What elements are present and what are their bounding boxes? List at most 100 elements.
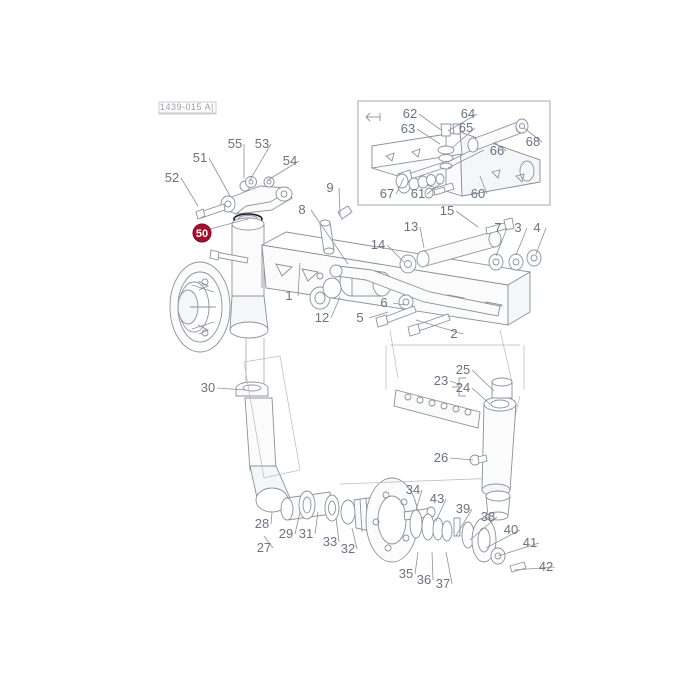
callout-51: 51 (193, 150, 231, 197)
callout-1: 1 (285, 262, 301, 303)
callout-leader-33 (335, 517, 340, 543)
callout-label-25: 25 (456, 362, 470, 377)
callout-leader-62 (418, 113, 442, 131)
callout-leader-27 (263, 535, 274, 549)
callout-60: 60 (471, 175, 488, 201)
callout-leader-60 (479, 175, 488, 195)
callout-leader-6 (392, 302, 405, 306)
callout-leader-32 (351, 527, 358, 550)
callout-label-35: 35 (399, 566, 413, 581)
callout-15: 15 (440, 203, 479, 228)
callout-leader-23 (449, 380, 463, 386)
callout-leader-35 (414, 551, 419, 575)
callout-leader-68 (523, 127, 543, 143)
bushing-30 (235, 381, 269, 397)
callout-62: 62 (403, 106, 442, 131)
callout-label-12: 12 (315, 310, 329, 325)
callout-label-9: 9 (326, 180, 333, 195)
callout-31: 31 (299, 511, 319, 541)
callout-12: 12 (315, 296, 341, 325)
callout-leader-34 (415, 489, 423, 511)
callout-label-43: 43 (430, 491, 444, 506)
callout-label-29: 29 (279, 526, 293, 541)
callout-29: 29 (279, 511, 301, 541)
callout-leader-39 (455, 508, 473, 537)
callout-leader-42 (513, 566, 556, 571)
highlight-leader (209, 218, 249, 230)
callout-label-61: 61 (411, 186, 425, 201)
callout-66: 66 (490, 141, 507, 158)
callout-leader-4 (535, 227, 547, 255)
callout-leader-7 (495, 227, 508, 257)
callout-leader-8 (310, 209, 349, 265)
callout-35: 35 (399, 551, 419, 581)
callout-53: 53 (249, 136, 272, 181)
highlight-badge-number: 50 (196, 228, 208, 240)
lower-knuckle-post (243, 355, 301, 513)
callout-leader-3 (515, 227, 528, 256)
page-title: 1439-015 A| (160, 102, 214, 112)
callout-7: 7 (494, 220, 508, 257)
callout-label-7: 7 (494, 220, 501, 235)
highlight-badge-circle[interactable] (192, 223, 212, 243)
callout-65: 65 (451, 120, 476, 149)
callout-leader-13 (419, 226, 425, 249)
callout-leader-26 (449, 457, 474, 461)
callout-label-54: 54 (283, 153, 297, 168)
callout-24: 24 (456, 380, 491, 405)
callout-label-67: 67 (380, 186, 394, 201)
callout-label-60: 60 (471, 186, 485, 201)
callout-leader-67 (395, 177, 405, 195)
callout-14: 14 (371, 237, 405, 263)
callout-42: 42 (513, 559, 556, 574)
callout-63: 63 (401, 121, 441, 145)
callout-label-66: 66 (490, 143, 504, 158)
callout-13: 13 (404, 219, 425, 249)
callout-leader-25 (471, 369, 495, 392)
callout-leader-29 (294, 511, 301, 535)
callout-leader-24 (471, 387, 491, 405)
callout-34: 34 (406, 482, 423, 511)
callout-25: 25 (456, 362, 495, 392)
callout-label-41: 41 (523, 535, 537, 550)
callout-55: 55 (228, 136, 245, 178)
inset-center-pivot (395, 118, 529, 199)
diagram-title-block: 1439-015 A| (158, 101, 217, 115)
callout-37: 37 (436, 551, 453, 591)
front-hub-assembly (280, 395, 527, 573)
callout-label-63: 63 (401, 121, 415, 136)
callout-32: 32 (341, 527, 358, 556)
steering-arm-assembly (195, 176, 293, 220)
callout-label-32: 32 (341, 541, 355, 556)
callout-label-55: 55 (228, 136, 242, 151)
callout-label-13: 13 (404, 219, 418, 234)
callout-6: 6 (380, 295, 405, 310)
callout-leader-31 (314, 511, 319, 535)
callout-label-38: 38 (481, 509, 495, 524)
callout-2: 2 (415, 319, 464, 341)
callout-28: 28 (255, 511, 273, 531)
callout-label-51: 51 (193, 150, 207, 165)
callout-label-1: 1 (285, 288, 292, 303)
callout-label-68: 68 (526, 134, 540, 149)
callout-leader-12 (330, 296, 341, 319)
callout-4: 4 (533, 220, 547, 255)
callout-leader-14 (386, 244, 405, 263)
callout-leader-1 (297, 262, 301, 297)
callout-label-26: 26 (434, 450, 448, 465)
callout-label-6: 6 (380, 295, 387, 310)
callout-40: 40 (485, 522, 521, 549)
callout-leader-38 (469, 516, 498, 541)
callout-label-40: 40 (504, 522, 518, 537)
highlight-badge-50[interactable]: 50 (192, 218, 249, 243)
callout-38: 38 (469, 509, 498, 541)
callout-23: 23 (434, 373, 463, 388)
left-steering-knuckle (169, 217, 269, 392)
callout-label-3: 3 (514, 220, 521, 235)
callout-label-15: 15 (440, 203, 454, 218)
callout-9: 9 (326, 180, 341, 216)
callout-26: 26 (434, 450, 474, 465)
callout-33: 33 (323, 517, 340, 549)
callout-leader-64 (447, 113, 478, 132)
